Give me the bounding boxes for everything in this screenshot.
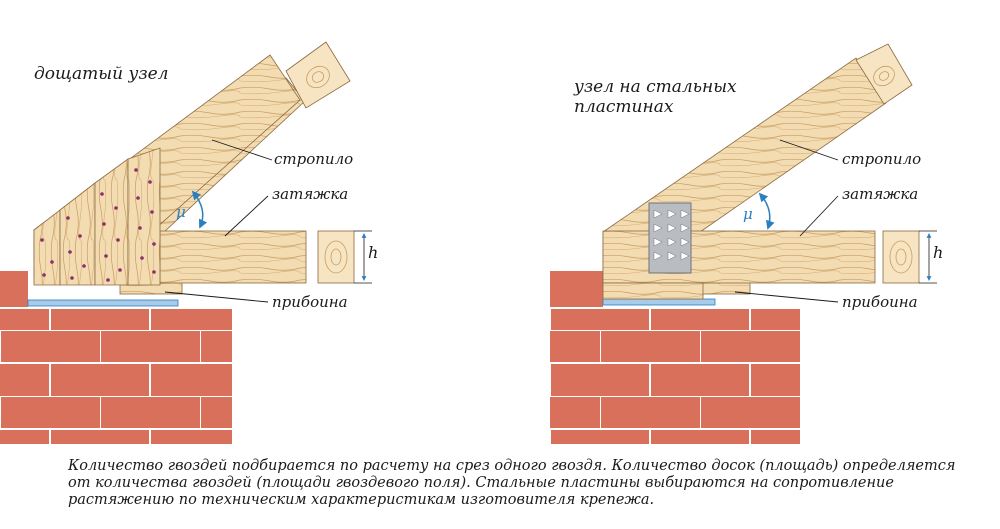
right-plate-leader — [734, 291, 839, 303]
left-height-mark: h — [368, 243, 379, 262]
left-node — [0, 41, 372, 444]
right-plate-label: прибоина — [842, 293, 918, 311]
left-rafter-leader — [211, 139, 273, 161]
caption-line-3: растяжению по техническим характеристика… — [68, 492, 655, 508]
right-tie-end — [882, 230, 920, 284]
left-waterproofing — [27, 299, 179, 307]
left-brick-wall — [0, 271, 232, 444]
left-height-dimension — [354, 230, 372, 284]
caption-line-1: Количество гвоздей подбирается по расчет… — [68, 458, 956, 474]
right-tie-leader — [799, 195, 839, 237]
right-steel-plate — [648, 202, 692, 274]
left-rafter-label: стропило — [274, 150, 354, 168]
right-rafter-label: стропило — [842, 150, 922, 168]
left-tie-end — [317, 230, 355, 284]
left-rafter-end — [285, 41, 351, 109]
right-angle-mark: μ — [743, 205, 753, 223]
left-node-title: дощатый узел — [34, 64, 169, 84]
right-rafter-leader — [779, 139, 839, 161]
right-angle-arc — [758, 192, 775, 230]
left-plate-label: прибоина — [272, 293, 348, 311]
caption-line-2: от количества гвоздей (площади гвоздевог… — [68, 475, 894, 491]
roof-node-diagram — [0, 41, 937, 444]
left-angle-arc — [191, 190, 208, 229]
left-nailed-boards — [33, 147, 161, 286]
caption: Количество гвоздей подбирается по расчет… — [68, 458, 998, 509]
left-tie-leader — [224, 195, 269, 237]
right-node-title-line1: узел на стальных — [574, 77, 737, 97]
right-rafter-end — [855, 43, 913, 105]
right-tie-label: затяжка — [842, 185, 919, 203]
right-waterproofing — [602, 298, 716, 306]
right-brick-wall — [550, 271, 800, 444]
right-tie-beam — [602, 230, 876, 284]
right-height-dimension — [919, 230, 937, 284]
left-nail-field — [40, 168, 156, 282]
left-tie-beam — [159, 230, 307, 284]
right-node — [550, 43, 937, 444]
left-plate-leader — [164, 291, 269, 303]
left-tie-label: затяжка — [272, 185, 349, 203]
right-height-mark: h — [933, 243, 944, 262]
right-node-title-line2: пластинах — [574, 97, 674, 117]
left-angle-mark: μ — [176, 203, 186, 221]
